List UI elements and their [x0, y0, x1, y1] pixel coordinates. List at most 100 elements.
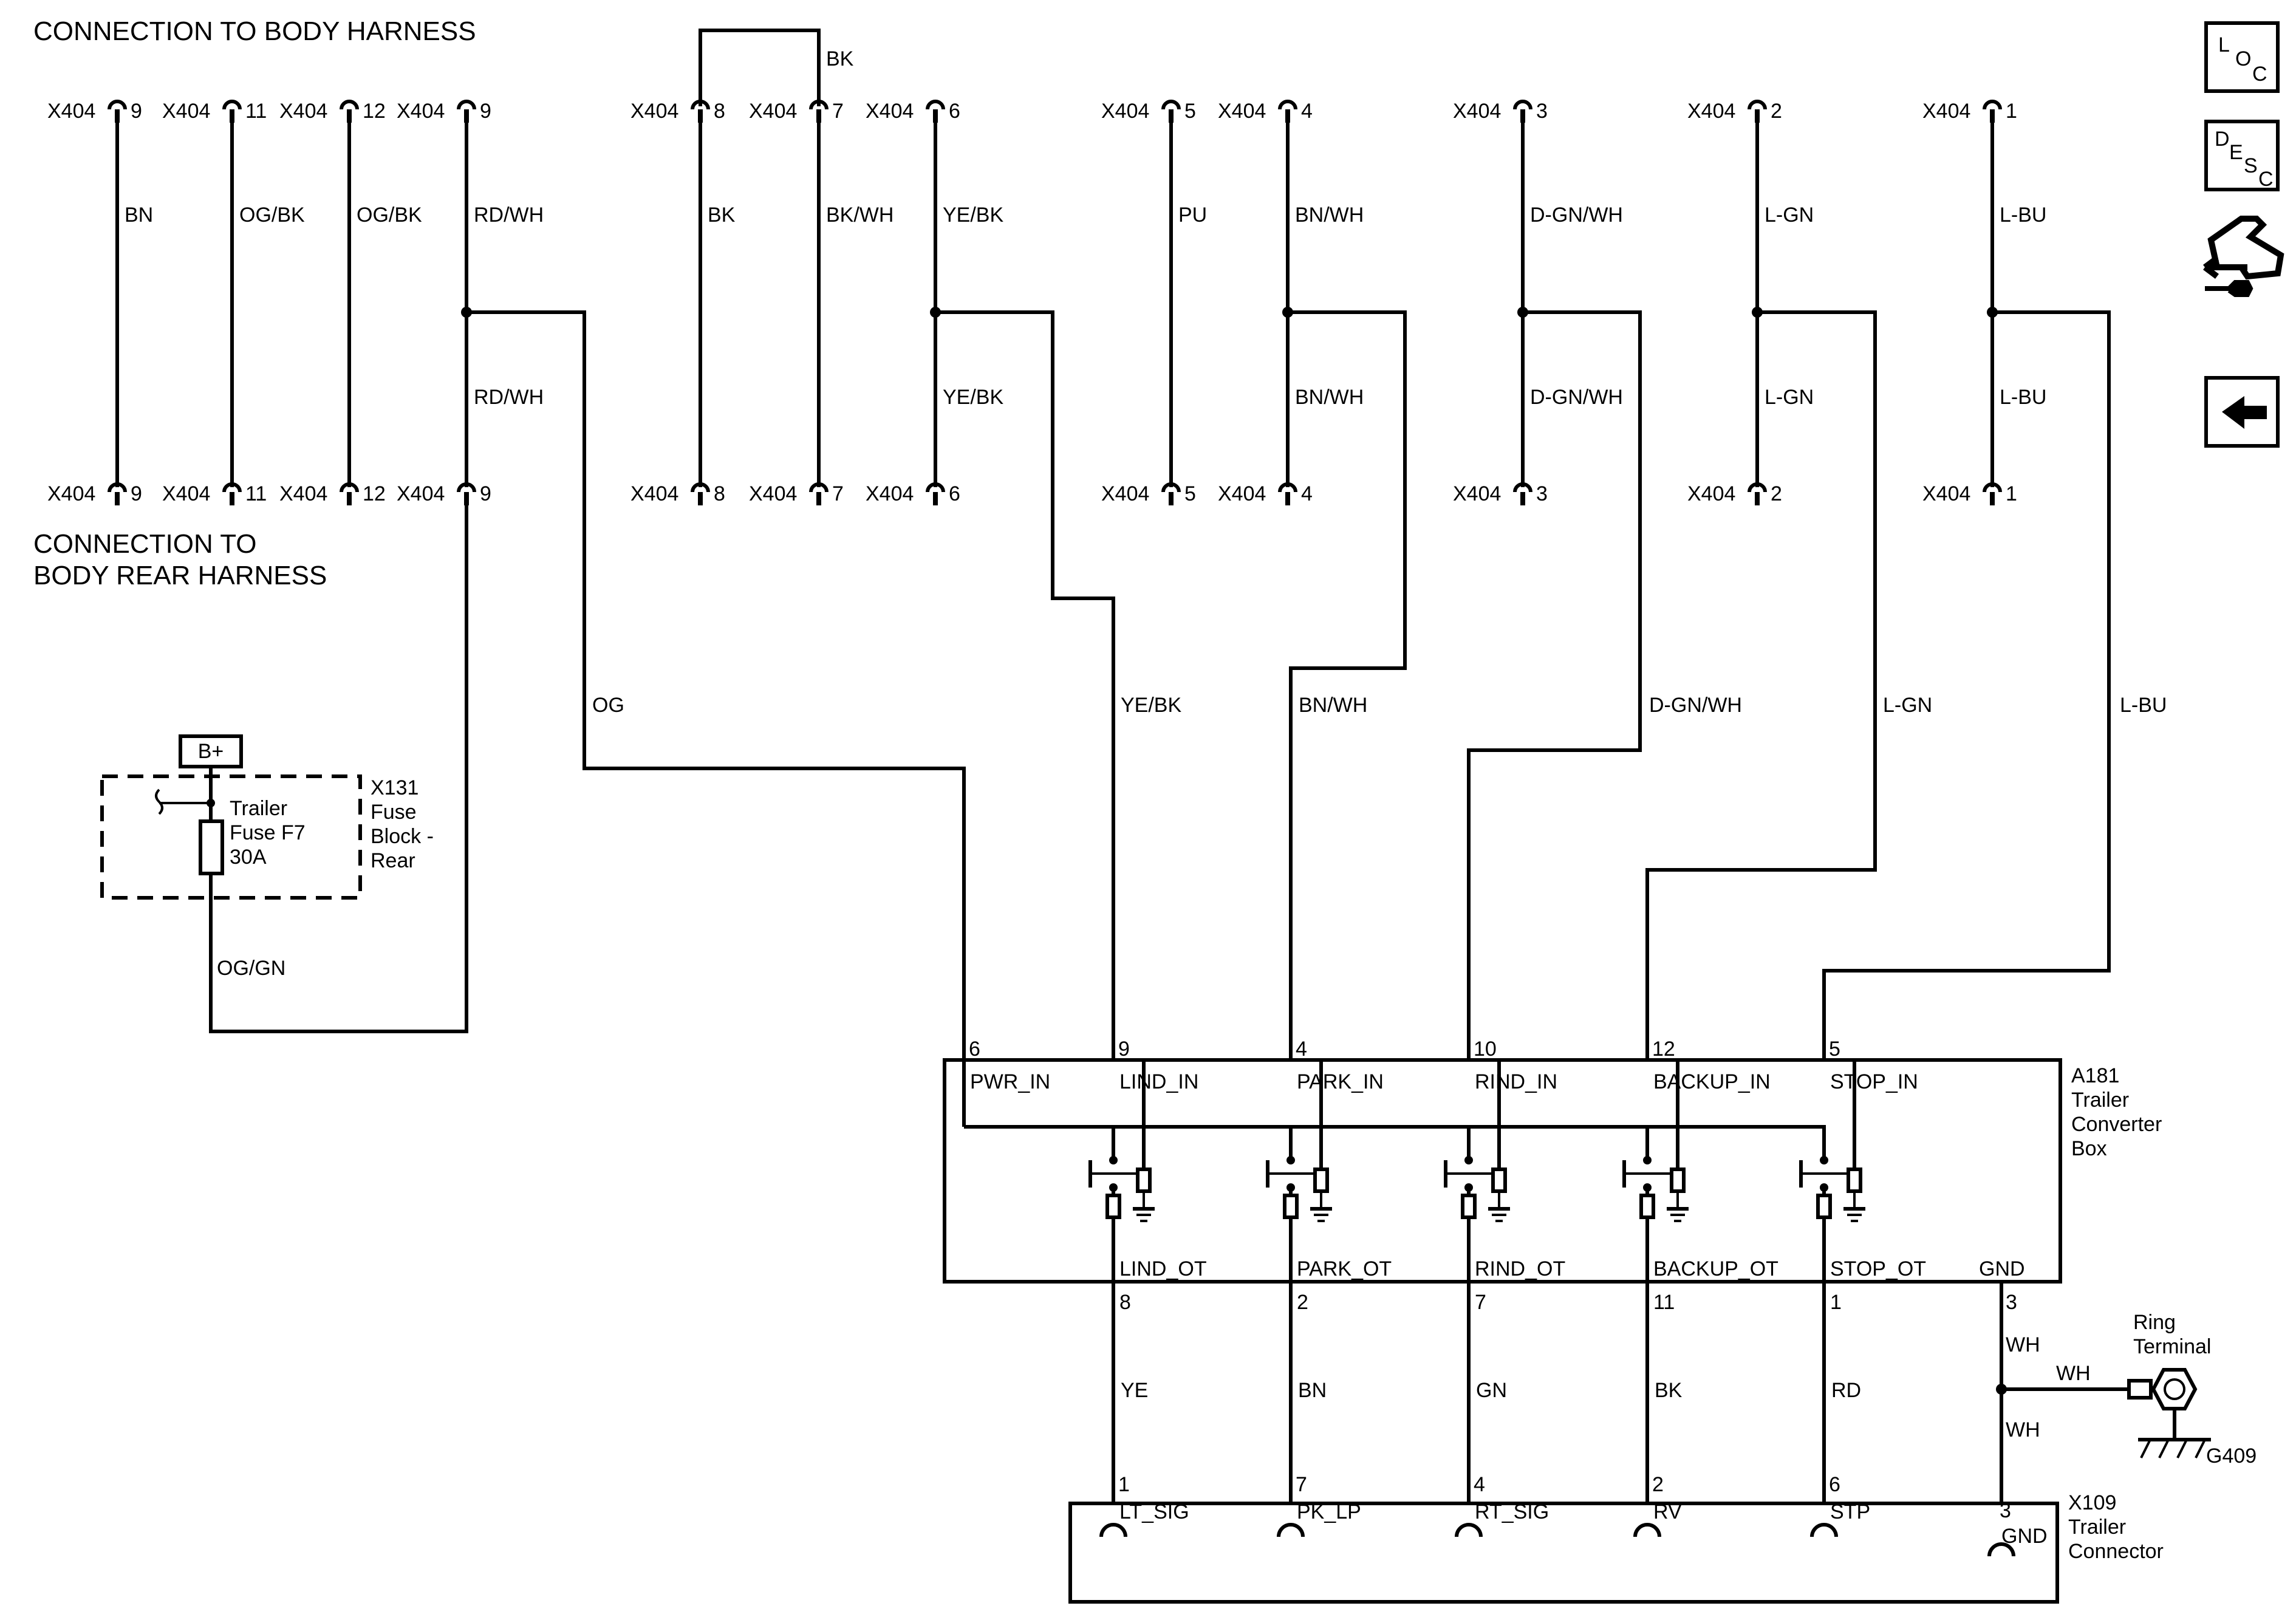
x404-bottom-pin-c6	[926, 482, 945, 505]
x404-top-pin-c5	[1161, 100, 1181, 123]
bnwh-run-label: BN/WH	[1299, 694, 1367, 717]
fuse-block-outline	[100, 774, 362, 900]
wire-label-top-c4: BN/WH	[1295, 203, 1364, 227]
yebk-run-wire	[935, 310, 1115, 1060]
fuse-block-label-3: Rear	[371, 849, 415, 872]
fuse-block-label-0: X131	[371, 776, 419, 799]
converter-label-1: Trailer	[2071, 1089, 2129, 1112]
x404-bottom-name-c1: X404	[1922, 482, 1970, 505]
conn-socket-backup_ot-icon	[1633, 1523, 1661, 1537]
x404-bottom-pin-c11	[222, 482, 242, 505]
conn-pin-lind_ot: 1	[1118, 1473, 1130, 1496]
x404-top-pin-c4-icon	[1278, 100, 1297, 110]
lbu-run-wire	[1822, 310, 2111, 1060]
input-name-lind_in: LIND_IN	[1119, 1070, 1198, 1093]
gnd-wire-bottom: WH	[2006, 1418, 2040, 1441]
x404-bottom-pinnum-c7: 7	[832, 482, 844, 505]
yebk-run-label: YE/BK	[1121, 694, 1181, 717]
heading-rear-harness-1: CONNECTION TO	[33, 529, 257, 559]
desc-icon[interactable]	[2204, 120, 2280, 191]
loc-icon[interactable]	[2204, 21, 2280, 93]
wire-label-lower-c9b: RD/WH	[474, 386, 544, 409]
x404-top-pin-c9	[108, 100, 127, 123]
output-pin-backup_ot: 11	[1653, 1291, 1675, 1314]
x404-top-pin-c12	[340, 100, 359, 123]
fuse-block-x131: B+ Trailer Fuse F7 30A X131 Fuse Block -…	[100, 734, 434, 900]
converter-inputs: 6PWR_IN9LIND_IN4PARK_IN10RIND_IN12BACKUP…	[969, 1038, 1918, 1093]
desc-letter-3: C	[2258, 168, 2274, 191]
x404-top-pin-c6	[926, 100, 945, 123]
x404-bottom-pin-c3	[1513, 482, 1532, 505]
gnd-wire-top: WH	[2006, 1333, 2040, 1356]
x404-bottom-name-c6: X404	[866, 482, 914, 505]
x404-bottom-pinnum-c11: 11	[245, 482, 267, 505]
wire-label-top-c6: YE/BK	[943, 203, 1003, 227]
ground-branch: GND 3 WH WH WH Ring Terminal G409	[1979, 1257, 2257, 1503]
x404-top-pinnum-c1: 1	[2006, 100, 2017, 123]
gnd-pin: 3	[2006, 1291, 2017, 1314]
x404-top-pin-c5-icon	[1161, 100, 1181, 110]
wire-label-top-c3: D-GN/WH	[1530, 203, 1623, 227]
conn-pin-backup_ot: 2	[1652, 1473, 1664, 1496]
converter-label-3: Box	[2071, 1137, 2107, 1160]
x404-bottom-pinnum-c4: 4	[1301, 482, 1313, 505]
input-name-rind_in: RIND_IN	[1475, 1070, 1557, 1093]
gnd-wire-side: WH	[2056, 1362, 2091, 1385]
ring-terminal-label-1: Terminal	[2133, 1335, 2211, 1358]
desc-button[interactable]: D E S C	[2204, 120, 2280, 191]
x404-bottom-name-c9: X404	[47, 482, 95, 505]
x404-top-pin-c9-icon	[108, 100, 127, 110]
heading-rear-harness-2: BODY REAR HARNESS	[33, 561, 327, 590]
dgnwh-run-wire	[1467, 310, 1642, 1060]
back-button[interactable]	[2204, 376, 2280, 448]
x404-top-pinnum-c12: 12	[363, 100, 386, 123]
wire-label-top-c9: BN	[125, 203, 153, 227]
x404-bottom-pin-c7	[809, 482, 829, 505]
ground-id: G409	[2206, 1444, 2257, 1468]
conn-pin-rind_ot: 4	[1474, 1473, 1485, 1496]
connector-tool-icon[interactable]	[2203, 216, 2284, 297]
x404-bottom-pin-c1	[1983, 482, 2002, 505]
x404-top-pinnum-c4: 4	[1301, 100, 1313, 123]
output-name-backup_ot: BACKUP_OT	[1653, 1257, 1778, 1280]
ring-terminal-icon	[2151, 1368, 2198, 1410]
input-name-park_in: PARK_IN	[1297, 1070, 1384, 1093]
loc-letter-1: O	[2235, 47, 2251, 70]
bk-jumper-label: BK	[826, 47, 854, 70]
x404-bottom-pin-c9	[108, 482, 127, 505]
relay-3-icon	[1622, 1060, 1689, 1222]
x404-top-pin-c2	[1748, 100, 1767, 123]
wire-label-top-c11: OG/BK	[239, 203, 305, 227]
ogGn-wire-label: OG/GN	[217, 957, 285, 980]
converter-outline	[943, 1058, 2062, 1284]
x404-top-name-c12: X404	[279, 100, 327, 123]
wire-label-top-c12: OG/BK	[357, 203, 422, 227]
x404-top-pin-c9b-icon	[457, 100, 476, 110]
input-pin-park_in: 4	[1296, 1038, 1307, 1061]
loc-button[interactable]: L O C	[2204, 21, 2280, 93]
wire-label-top-c7: BK/WH	[826, 203, 893, 227]
fuse-label-1: Fuse F7	[230, 821, 306, 844]
converter-label-0: A181	[2071, 1064, 2119, 1087]
input-pin-rind_in: 10	[1474, 1038, 1497, 1061]
output-wire-stop_ot: RD	[1831, 1379, 1861, 1402]
x404-top-name-c7: X404	[749, 100, 797, 123]
conn-pin-park_ot: 7	[1296, 1473, 1307, 1496]
x404-top-pinnum-c2: 2	[1771, 100, 1782, 123]
fuse-block-label-1: Fuse	[371, 801, 417, 824]
x404-bottom-pinnum-c6: 6	[949, 482, 960, 505]
x404-top-name-c11: X404	[162, 100, 210, 123]
x404-top-pinnum-c3: 3	[1536, 100, 1548, 123]
trailer-connector-x109: 3 GND X109 Trailer Connector	[1068, 1491, 2164, 1604]
loc-letter-2: C	[2252, 63, 2267, 86]
x404-bottom-pinnum-c12: 12	[363, 482, 386, 505]
output-wire-backup_ot: BK	[1655, 1379, 1683, 1402]
trailer-connector-outline	[1068, 1502, 2059, 1604]
conn-socket-lind_ot-icon	[1099, 1523, 1127, 1537]
output-name-rind_ot: RIND_OT	[1475, 1257, 1565, 1280]
dgnwh-run-label: D-GN/WH	[1649, 694, 1742, 717]
x404-top-name-c5: X404	[1101, 100, 1149, 123]
x404-bottom-name-c2: X404	[1687, 482, 1735, 505]
